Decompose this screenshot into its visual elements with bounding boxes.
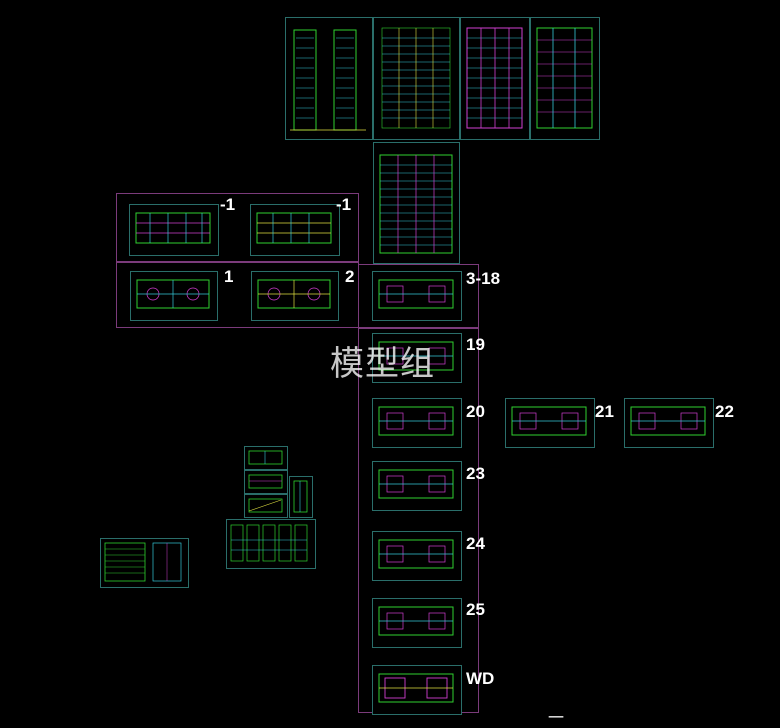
floor-plans-column: [358, 328, 479, 713]
elevation-drawing-5: [379, 154, 453, 254]
label-floor-25: 25: [466, 600, 485, 619]
plan-sheet-floor-1[interactable]: [130, 271, 218, 321]
detail-sheet-b[interactable]: [244, 470, 288, 494]
plan-drawing-floor-20: [378, 406, 454, 436]
detail-sheet-d[interactable]: [289, 476, 313, 518]
detail-drawing-a: [248, 450, 283, 465]
detail-sheet-f[interactable]: [100, 538, 189, 588]
elevation-sheet-5[interactable]: [373, 142, 460, 264]
detail-sheet-c[interactable]: [244, 494, 288, 518]
label-floor-23: 23: [466, 464, 485, 483]
label-floor-3-18: 3-18: [466, 269, 501, 288]
plan-drawing-floor-1: [136, 279, 210, 309]
elevation-drawing-1: [290, 29, 366, 131]
plan-drawing-floor-21: [511, 406, 587, 436]
plan-drawing-floor-23: [378, 469, 454, 499]
label-floor-21: 21: [595, 402, 614, 421]
elevation-drawing-3: [466, 27, 523, 129]
elevation-drawing-4: [536, 27, 593, 129]
plan-drawing-floor-24: [378, 539, 454, 569]
plan-sheet-floor-24[interactable]: [372, 531, 462, 581]
plan-drawing-floor-25: [378, 606, 454, 636]
detail-drawing-e: [230, 524, 308, 562]
floor-plans-column-top: [358, 264, 479, 328]
plan-drawing-floor-3-18: [378, 279, 454, 309]
watermark: 模型组: [330, 344, 435, 384]
plan-sheet-floor-19[interactable]: [372, 333, 462, 383]
detail-drawing-d: [293, 480, 308, 513]
basement-plan-group: [116, 193, 359, 262]
label-floor-22: 22: [715, 402, 734, 421]
elevation-drawing-2: [381, 27, 451, 129]
plan-sheet-floor-22[interactable]: [624, 398, 714, 448]
detail-drawing-c: [248, 498, 283, 513]
plan-sheet-floor-2[interactable]: [251, 271, 339, 321]
label-floor-19: 19: [466, 335, 485, 354]
plan-sheet-floor-21[interactable]: [505, 398, 595, 448]
plan-sheet-basement-left[interactable]: [129, 204, 219, 256]
elevation-sheet-3[interactable]: [460, 17, 530, 140]
plan-sheet-floor-23[interactable]: [372, 461, 462, 511]
detail-sheet-e[interactable]: [226, 519, 316, 569]
plan-drawing-roof-wd: [378, 673, 454, 703]
plan-drawing-floor-19: [378, 341, 454, 371]
bottom-cut-text: 一: [548, 708, 565, 727]
label-floor-2: 2: [345, 267, 355, 286]
elevation-sheet-1[interactable]: [285, 17, 373, 140]
plan-drawing-basement-right: [256, 212, 332, 244]
label-floor-20: 20: [466, 402, 485, 421]
label-roof-wd: WD: [466, 669, 495, 688]
elevation-sheet-2[interactable]: [373, 17, 460, 140]
detail-drawing-f: [104, 542, 182, 582]
plan-sheet-floor-3-18[interactable]: [372, 271, 462, 321]
plan-drawing-floor-2: [257, 279, 331, 309]
plan-sheet-floor-25[interactable]: [372, 598, 462, 648]
plan-sheet-basement-right[interactable]: [250, 204, 340, 256]
elevation-sheet-4[interactable]: [530, 17, 600, 140]
plan-sheet-floor-20[interactable]: [372, 398, 462, 448]
detail-sheet-a[interactable]: [244, 446, 288, 470]
label-floor-24: 24: [466, 534, 485, 553]
label-basement-left: -1: [220, 195, 236, 214]
plan-drawing-floor-22: [630, 406, 706, 436]
detail-drawing-b: [248, 474, 283, 489]
label-floor-1: 1: [224, 267, 234, 286]
label-basement-right: -1: [336, 195, 352, 214]
plan-sheet-roof-wd[interactable]: [372, 665, 462, 715]
plan-drawing-basement-left: [135, 212, 211, 244]
